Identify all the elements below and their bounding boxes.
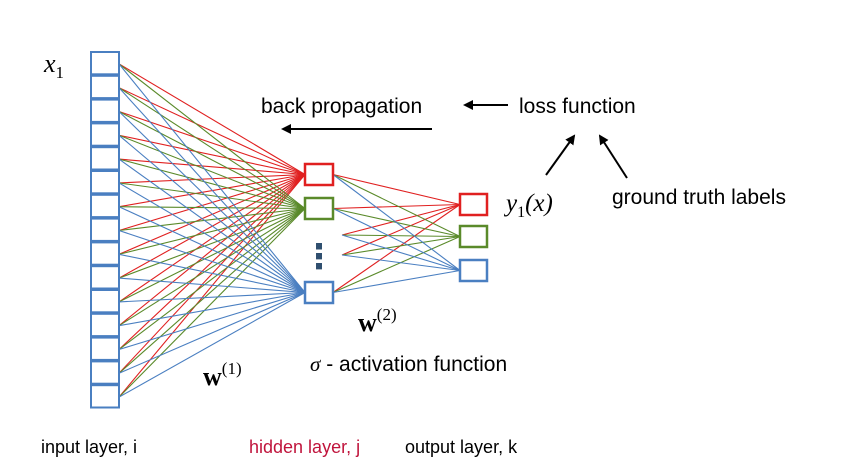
connection-line <box>118 111 306 293</box>
input-unit <box>90 289 120 314</box>
hidden-layer-units <box>303 162 335 305</box>
connection-line <box>118 63 306 175</box>
input-unit <box>90 360 120 385</box>
hidden-unit <box>303 280 335 305</box>
connection-line <box>341 254 461 272</box>
connection-line <box>118 291 306 327</box>
labels-to-loss-arrow <box>598 134 628 179</box>
sigma-symbol: σ <box>310 352 322 376</box>
w1-symbol: w <box>203 362 222 391</box>
connection-line <box>341 234 461 238</box>
input-unit <box>90 193 120 219</box>
input-hidden-connections <box>118 63 306 398</box>
connection-line <box>332 235 461 294</box>
hidden-output-connections <box>332 173 461 294</box>
input-unit <box>90 217 120 242</box>
connection-line <box>332 269 461 294</box>
connection-line <box>118 229 306 294</box>
connection-line <box>118 182 306 293</box>
connection-line <box>118 207 306 279</box>
connection-line <box>118 110 306 176</box>
connection-line <box>118 207 306 255</box>
x1-subscript: 1 <box>56 63 65 82</box>
input-unit <box>90 122 120 147</box>
input-layer-units <box>90 51 120 409</box>
w2-symbol: w <box>358 308 377 337</box>
input-unit <box>90 241 120 266</box>
back-propagation-label: back propagation <box>261 95 422 118</box>
connection-line <box>118 158 306 293</box>
w1-superscript: (1) <box>222 359 242 378</box>
connection-line <box>341 203 461 256</box>
output-unit <box>458 224 489 249</box>
connection-line <box>118 134 306 210</box>
connection-line <box>118 253 306 294</box>
input-x1-label: x1 <box>43 49 64 82</box>
connection-line <box>118 292 306 398</box>
input-unit <box>90 312 120 338</box>
output-layer-caption: output layer, k <box>405 437 518 457</box>
connection-line <box>341 235 461 256</box>
connection-line <box>118 208 306 303</box>
connection-line <box>118 277 306 294</box>
connection-line <box>118 207 306 232</box>
activation-text: - activation function <box>320 353 507 376</box>
activation-function-label: σ - activation function <box>310 352 507 376</box>
connection-line <box>332 208 461 271</box>
connection-line <box>118 291 306 374</box>
input-unit <box>90 74 120 100</box>
hidden-layer-caption: hidden layer, j <box>249 437 360 457</box>
connection-line <box>332 203 461 210</box>
input-unit <box>90 98 120 123</box>
input-unit <box>90 146 120 171</box>
connection-line <box>118 208 306 327</box>
w2-superscript: (2) <box>377 305 397 324</box>
hidden-unit <box>303 196 335 221</box>
output-unit <box>458 258 489 283</box>
ground-truth-labels-label: ground truth labels <box>612 186 786 209</box>
connection-line <box>118 158 306 210</box>
weights-layer2-label: w(2) <box>358 305 397 337</box>
connection-line <box>118 134 306 293</box>
connection-line <box>118 206 306 293</box>
connection-line <box>118 87 306 293</box>
connection-line <box>118 208 306 350</box>
output-layer-units <box>458 192 489 283</box>
connection-line <box>118 182 306 210</box>
connection-line <box>332 174 461 237</box>
connection-line <box>341 234 461 272</box>
connection-line <box>118 63 306 293</box>
input-unit <box>90 170 120 195</box>
y1-subscript: 1 <box>517 204 525 221</box>
loss-function-label: loss function <box>519 95 636 118</box>
connection-line <box>341 203 461 236</box>
input-unit <box>90 384 120 409</box>
output-y1-label: y1(x) <box>503 190 553 221</box>
input-unit <box>90 265 120 290</box>
connection-line <box>332 204 461 293</box>
connection-line <box>118 208 306 398</box>
connection-line <box>332 173 461 206</box>
output-unit <box>458 192 489 217</box>
hidden-ellipsis: ⋮ <box>302 238 336 276</box>
connection-line <box>118 87 306 209</box>
connection-line <box>118 63 306 209</box>
output-to-loss-arrow <box>545 134 576 176</box>
connection-line <box>118 291 306 303</box>
input-unit <box>90 336 120 361</box>
connection-line <box>118 208 306 374</box>
input-unit <box>90 51 120 76</box>
connection-line <box>118 111 306 209</box>
y1-variable: y <box>503 190 518 217</box>
input-layer-caption: input layer, i <box>41 437 137 457</box>
connection-line <box>332 174 461 271</box>
connection-line <box>118 134 306 176</box>
connection-line <box>118 291 306 351</box>
weights-layer1-label: w(1) <box>203 359 242 391</box>
y1-argument: (x) <box>525 190 553 217</box>
x1-variable: x <box>43 49 56 78</box>
connection-line <box>118 206 306 210</box>
hidden-unit <box>303 162 335 187</box>
